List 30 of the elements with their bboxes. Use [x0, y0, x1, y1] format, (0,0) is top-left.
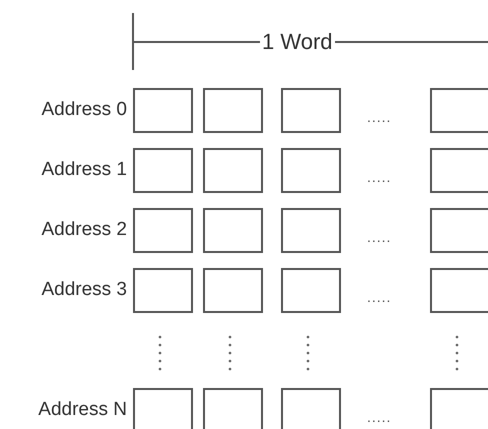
address-label: Address 0 — [41, 99, 127, 121]
memory-cell — [430, 388, 488, 429]
memory-cell — [281, 88, 341, 133]
ellipsis: ..... — [367, 290, 392, 304]
memory-cell — [281, 388, 341, 429]
memory-cell — [203, 208, 263, 253]
memory-cell — [133, 148, 193, 193]
memory-cell — [281, 148, 341, 193]
address-label: Address N — [38, 399, 127, 421]
memory-cell — [430, 88, 488, 133]
ellipsis: ..... — [367, 230, 392, 244]
address-label: Address 3 — [41, 279, 127, 301]
memory-cell — [133, 388, 193, 429]
memory-cell — [281, 268, 341, 313]
memory-cell — [203, 88, 263, 133]
memory-cell — [133, 208, 193, 253]
memory-cell — [203, 148, 263, 193]
memory-cell — [203, 388, 263, 429]
memory-cell — [133, 268, 193, 313]
memory-cell — [281, 208, 341, 253]
ellipsis: ..... — [367, 170, 392, 184]
memory-cell — [133, 88, 193, 133]
address-label: Address 1 — [41, 159, 127, 181]
memory-cell — [203, 268, 263, 313]
memory-cell — [430, 268, 488, 313]
ellipsis: ..... — [367, 410, 392, 424]
ellipsis: ..... — [367, 110, 392, 124]
memory-cell — [430, 148, 488, 193]
memory-cell — [430, 208, 488, 253]
address-label: Address 2 — [41, 219, 127, 241]
